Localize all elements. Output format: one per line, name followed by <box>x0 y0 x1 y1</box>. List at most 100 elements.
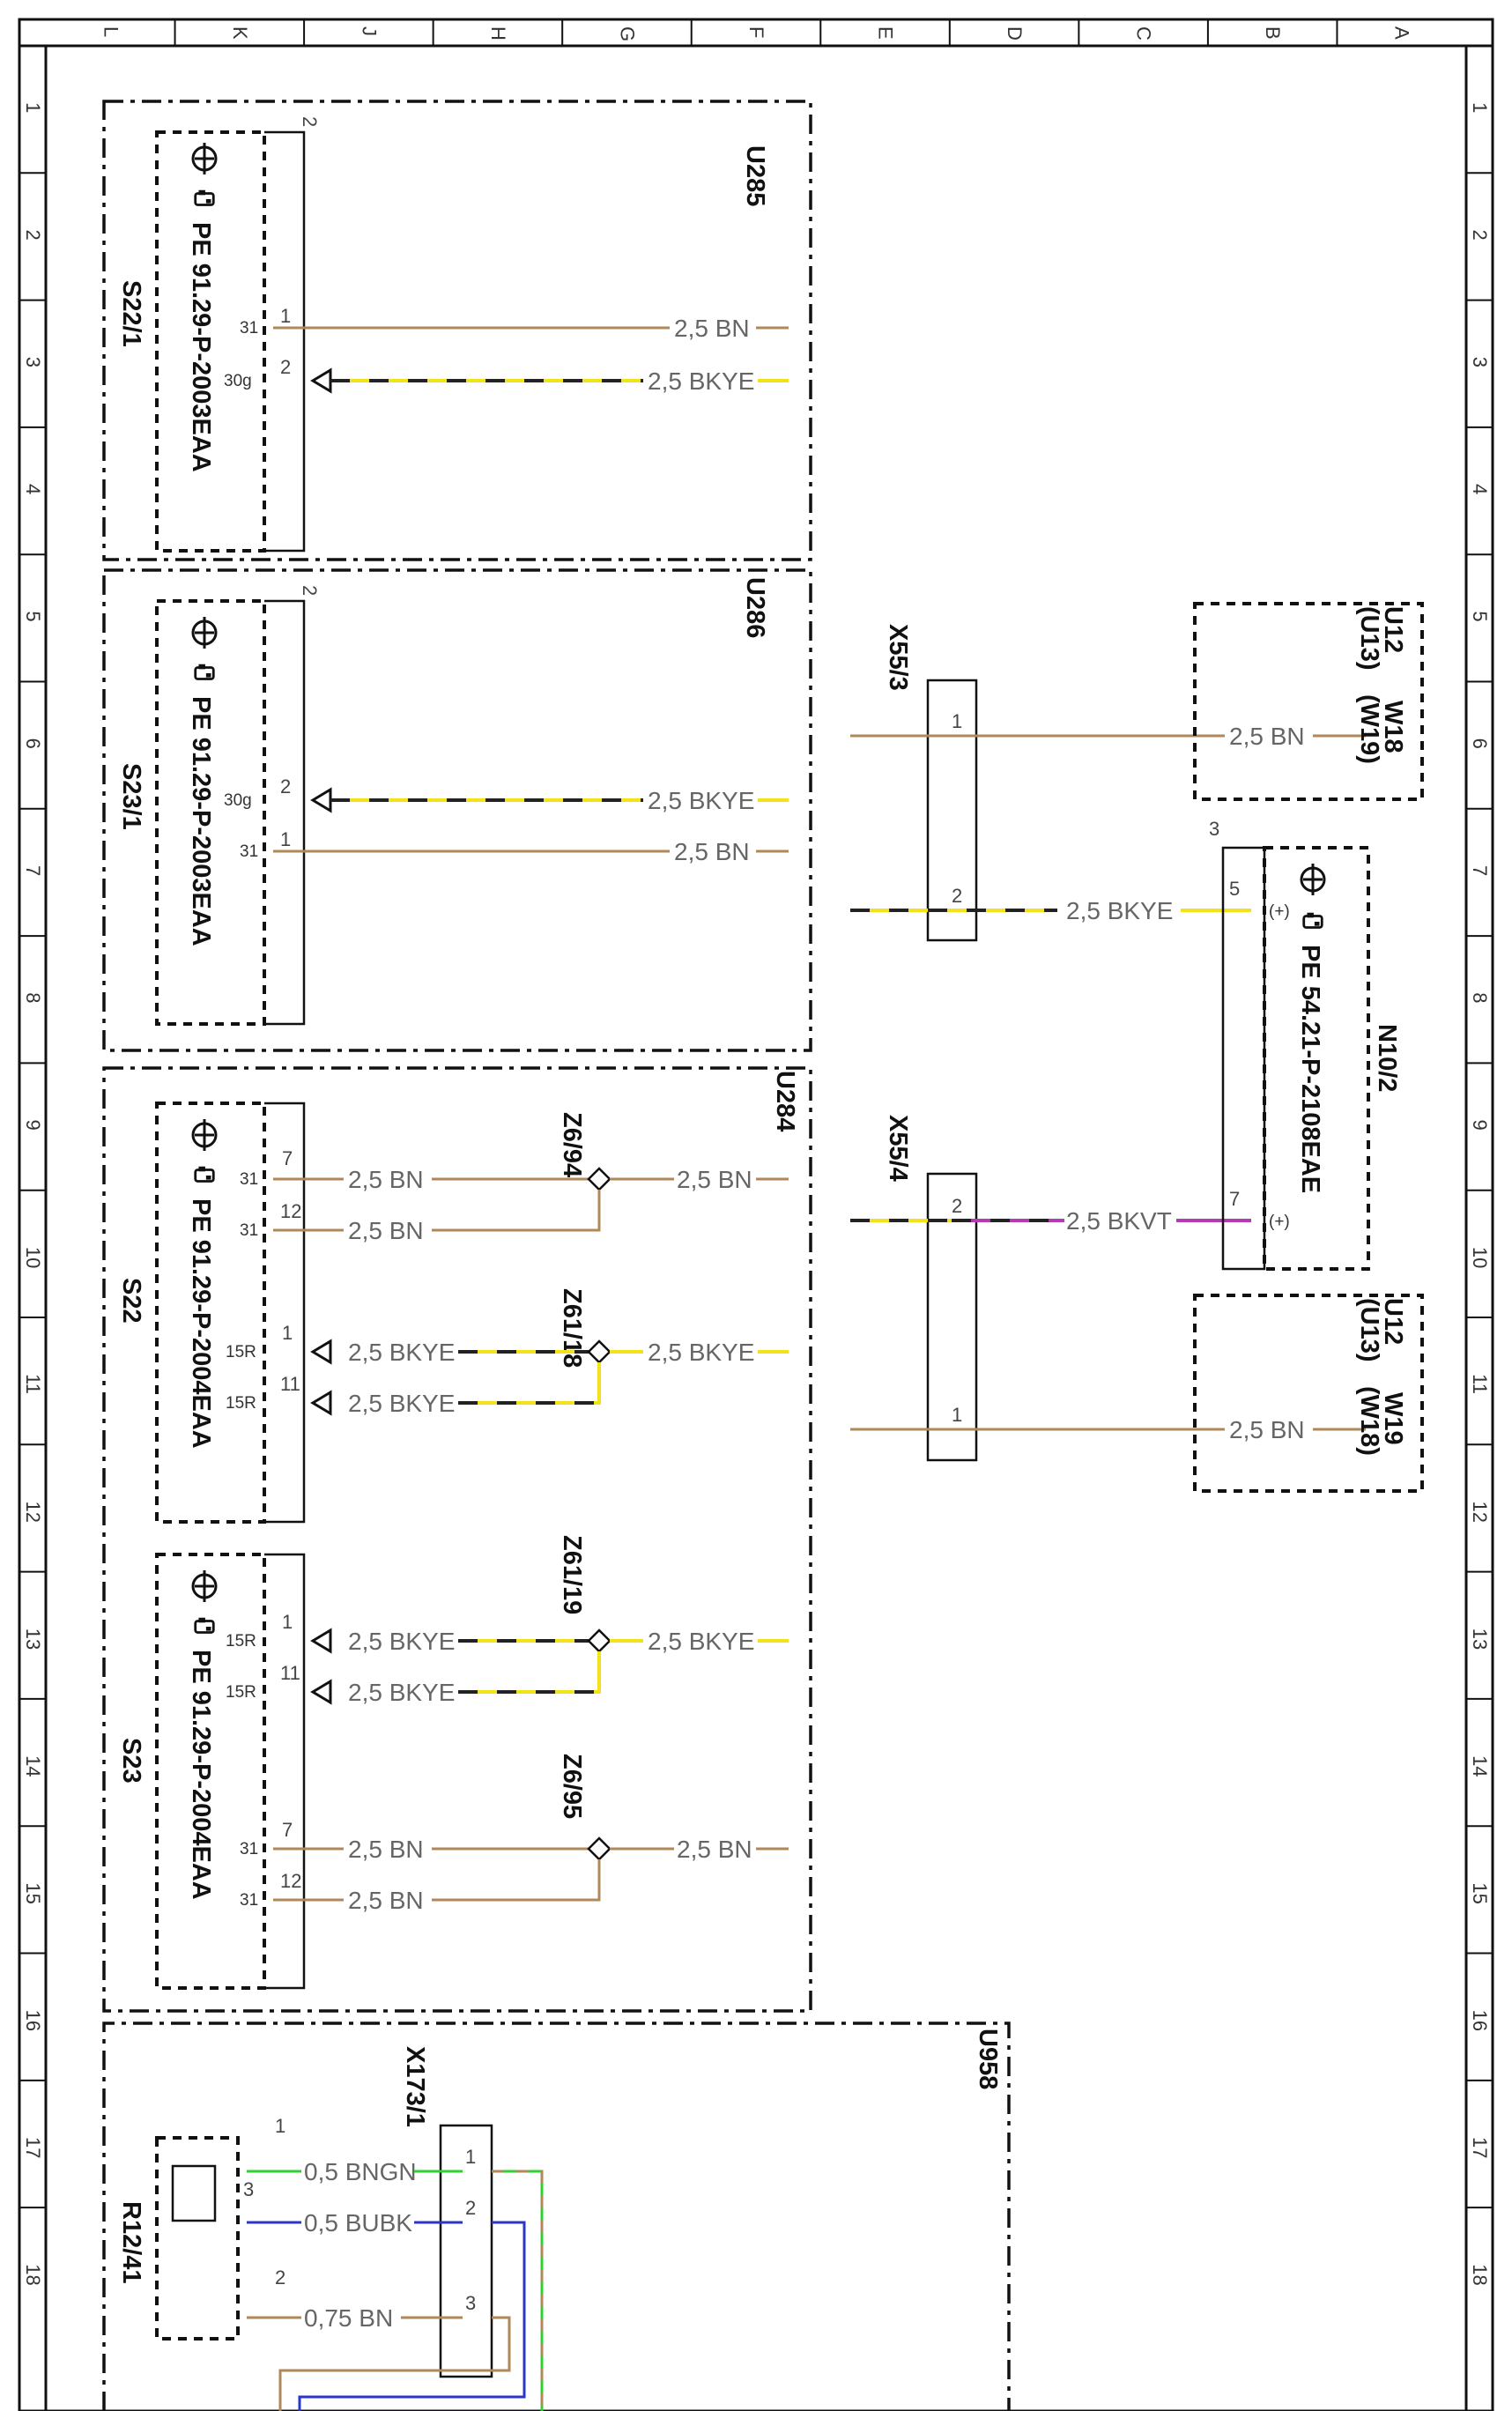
grid-column-label: L <box>100 26 122 37</box>
svg-text:2,5 BKYE: 2,5 BKYE <box>648 367 754 395</box>
grid-row-label: 7 <box>22 865 44 876</box>
svg-text:31: 31 <box>240 1170 258 1189</box>
svg-text:2: 2 <box>280 356 291 378</box>
s22-partno: PE 91.29-P-2004EAA <box>187 1198 215 1449</box>
reference-box-bottom: U12 (U13) W19 (W18) <box>1193 1294 1424 1493</box>
grid-row-label: 12 <box>1469 1501 1491 1522</box>
s22-label: S22 <box>117 1278 145 1324</box>
grid-row-label: 1 <box>22 102 44 113</box>
s23-partno: PE 91.29-P-2004EAA <box>187 1650 215 1900</box>
u958-group: U958 X173/1 R12/41 1 0,5 BNGN 1 3 0,5 BU… <box>102 2022 1011 2411</box>
svg-text:2,5 BN: 2,5 BN <box>674 838 750 865</box>
svg-text:31: 31 <box>240 1221 258 1240</box>
r12-41-label: R12/41 <box>117 2201 145 2284</box>
grid-row-label: 9 <box>1469 1120 1491 1131</box>
svg-text:12: 12 <box>280 1200 301 1222</box>
s22-1-label: S22/1 <box>117 280 145 347</box>
grid-column-label: F <box>745 26 767 38</box>
grid-row-label: 6 <box>22 738 44 749</box>
svg-text:11: 11 <box>280 1373 300 1395</box>
svg-text:(W19): (W19) <box>1355 694 1383 764</box>
s23-label: S23 <box>117 1738 145 1784</box>
svg-text:1: 1 <box>952 710 962 732</box>
grid-row-label: 16 <box>1469 2010 1491 2031</box>
grid-row-label: 14 <box>1469 1755 1491 1777</box>
svg-text:12: 12 <box>280 1870 301 1892</box>
grid-row-label: 9 <box>22 1120 44 1131</box>
svg-text:31: 31 <box>240 842 258 861</box>
hand-icon <box>194 189 215 206</box>
z6-94-label: Z6/94 <box>558 1112 586 1177</box>
grid-row-label: 18 <box>1469 2264 1491 2285</box>
x55-3-label: X55/3 <box>884 624 912 691</box>
grid-column-label: A <box>1391 26 1413 40</box>
s23-1-label: S23/1 <box>117 763 145 830</box>
u285-group: U285 2 PE 91.29-P-2003EAA S22/1 31 1 2,5… <box>102 100 812 561</box>
grid-row-label: 6 <box>1469 738 1491 749</box>
svg-text:15R: 15R <box>226 1683 256 1702</box>
hand-icon <box>194 663 215 680</box>
hand-icon <box>194 1165 215 1183</box>
svg-text:2: 2 <box>299 585 321 596</box>
n10-2-group: 3 PE 54.21-P-2108EAE N10/2 5 (+) 7 (+) <box>1209 818 1401 1271</box>
svg-text:31: 31 <box>240 1891 258 1910</box>
svg-text:11: 11 <box>280 1662 300 1684</box>
s23-1-partno: PE 91.29-P-2003EAA <box>187 696 215 946</box>
u285-label: U285 <box>741 145 769 206</box>
svg-text:7: 7 <box>1229 1188 1240 1210</box>
measure-icon <box>191 1117 218 1153</box>
grid-column-label: G <box>616 26 638 41</box>
grid-row-label: 2 <box>22 229 44 240</box>
svg-text:2,5 BN: 2,5 BN <box>1229 723 1305 750</box>
grid-row-label: 5 <box>1469 611 1491 621</box>
svg-text:15R: 15R <box>226 1632 256 1651</box>
u284-group: U284 PE 91.29-P-2004EAA S22 PE 91.29-P-2… <box>102 1066 812 2013</box>
svg-text:2,5 BN: 2,5 BN <box>677 1836 752 1863</box>
grid-row-label: 4 <box>22 484 44 494</box>
svg-text:0,75 BN: 0,75 BN <box>304 2304 393 2332</box>
svg-text:7: 7 <box>282 1147 293 1169</box>
grid-column-label: E <box>875 26 897 40</box>
svg-text:0,5 BUBK: 0,5 BUBK <box>304 2209 412 2237</box>
grid-column-label: K <box>229 26 251 40</box>
svg-text:2,5 BKVT: 2,5 BKVT <box>1066 1207 1172 1235</box>
sheet-frame <box>18 18 1494 2411</box>
grid-row-label: 10 <box>1469 1247 1491 1268</box>
svg-text:U12: U12 <box>1379 606 1407 653</box>
grid-row-label: 17 <box>22 2137 44 2158</box>
svg-text:2,5 BN: 2,5 BN <box>348 1166 424 1193</box>
svg-text:2,5 BKYE: 2,5 BKYE <box>348 1390 455 1417</box>
svg-text:2,5 BKYE: 2,5 BKYE <box>648 1628 754 1655</box>
x55-3-group: X55/3 1 2,5 BN 2 2,5 BKYE <box>850 624 1366 942</box>
grid-row-label: 4 <box>1469 484 1491 494</box>
grid-row-label: 10 <box>22 1247 44 1268</box>
svg-text:31: 31 <box>240 319 258 338</box>
measure-icon <box>191 615 218 650</box>
svg-text:2: 2 <box>465 2197 476 2219</box>
svg-text:U12: U12 <box>1379 1298 1407 1345</box>
x173-1-label: X173/1 <box>401 2046 429 2127</box>
svg-text:30g: 30g <box>224 372 252 390</box>
grid-row-label: 11 <box>1469 1374 1491 1394</box>
z6-95-label: Z6/95 <box>558 1754 586 1819</box>
svg-text:15R: 15R <box>226 1394 256 1413</box>
svg-text:2,5 BN: 2,5 BN <box>348 1836 424 1863</box>
n10-2-partno: PE 54.21-P-2108EAE <box>1296 945 1324 1193</box>
svg-text:1: 1 <box>282 1611 293 1633</box>
svg-text:2,5 BKYE: 2,5 BKYE <box>1066 897 1173 924</box>
svg-text:1: 1 <box>280 305 291 327</box>
measure-icon <box>191 141 218 176</box>
svg-text:2: 2 <box>299 116 321 127</box>
grid-row-label: 7 <box>1469 865 1491 876</box>
n10-2-label: N10/2 <box>1373 1024 1401 1092</box>
u286-group: U286 2 PE 91.29-P-2003EAA S23/1 30g 2 2,… <box>102 568 812 1052</box>
z61-19-label: Z61/19 <box>558 1535 586 1614</box>
hand-icon <box>194 1616 215 1634</box>
svg-text:(U13): (U13) <box>1355 1298 1383 1362</box>
svg-text:1: 1 <box>952 1404 962 1426</box>
svg-text:2,5 BN: 2,5 BN <box>348 1887 424 1914</box>
svg-text:15R: 15R <box>226 1343 256 1361</box>
svg-text:2,5 BKYE: 2,5 BKYE <box>348 1628 455 1655</box>
measure-icon <box>1300 862 1326 897</box>
